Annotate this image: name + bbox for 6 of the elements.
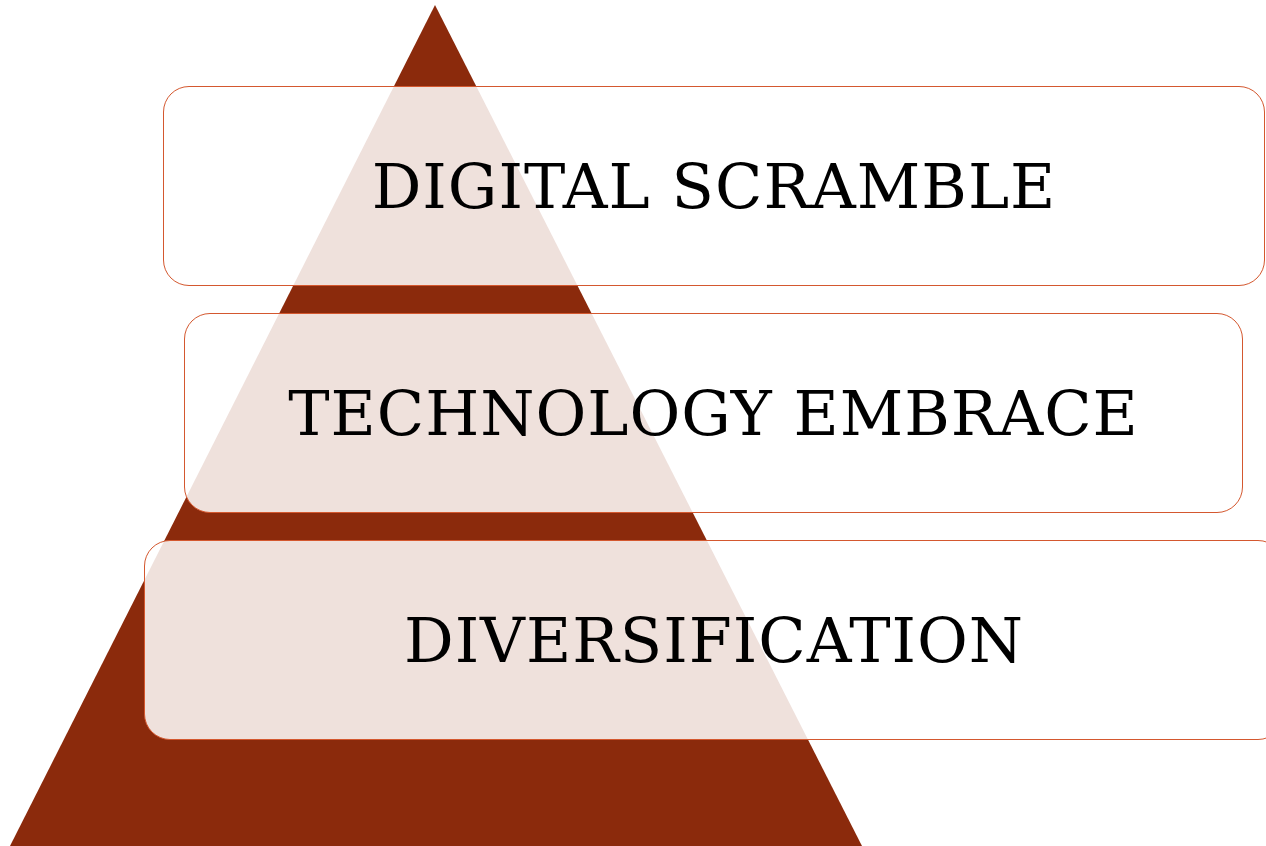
- level-label: DIGITAL SCRAMBLE: [371, 149, 1057, 223]
- level-label: DIVERSIFICATION: [403, 603, 1025, 677]
- level-box: [184, 313, 1243, 513]
- level-box: [163, 86, 1265, 286]
- level-box: [144, 540, 1266, 740]
- level-label: TECHNOLOGY EMBRACE: [288, 376, 1139, 450]
